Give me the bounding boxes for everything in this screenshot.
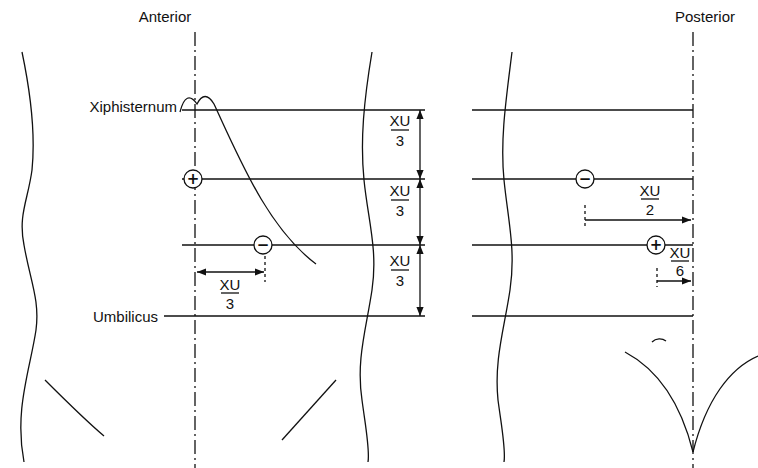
dimension-label: 3 — [226, 296, 234, 311]
fraction-bar — [391, 129, 409, 130]
dimension-label: 3 — [396, 133, 404, 148]
electrode-circle: + — [183, 169, 203, 189]
dimension-label: XU — [640, 183, 661, 198]
dimension-arrow — [419, 245, 420, 316]
level-line — [182, 178, 425, 179]
dimension-label: 3 — [396, 273, 404, 288]
rib-margin — [180, 97, 316, 265]
dimension-label: XU — [390, 183, 411, 198]
dimension-arrow — [657, 280, 691, 281]
dimension-label: 3 — [396, 203, 404, 218]
polarity-sign: − — [253, 235, 273, 255]
polarity-sign: − — [575, 169, 595, 189]
fraction-bar — [391, 269, 409, 270]
polarity-sign: + — [646, 235, 666, 255]
level-line — [164, 315, 425, 316]
dimension-label: XU — [220, 277, 241, 292]
dimension-label: 6 — [676, 263, 684, 278]
level-line — [472, 315, 693, 316]
fraction-bar — [221, 292, 239, 293]
body-outline — [360, 52, 374, 462]
electrode-circle: − — [253, 235, 273, 255]
level-line — [182, 109, 425, 110]
fraction-bar — [391, 199, 409, 200]
electrode-circle: + — [646, 235, 666, 255]
midline — [194, 32, 195, 468]
dimension-tick — [584, 205, 585, 226]
dimension-arrow — [585, 219, 691, 220]
polarity-sign: + — [183, 169, 203, 189]
dimension-tick — [656, 268, 657, 287]
landmark-label: Xiphisternum — [89, 99, 177, 114]
fraction-bar — [641, 198, 659, 199]
groin-line — [282, 380, 336, 440]
electrode-circle: − — [575, 169, 595, 189]
dimension-label: XU — [390, 253, 411, 268]
body-outline — [21, 52, 37, 462]
body-outline — [497, 52, 512, 462]
view-heading: Anterior — [139, 9, 192, 24]
dimple-mark — [652, 339, 666, 342]
groin-line — [45, 380, 104, 436]
dimension-label: XU — [390, 113, 411, 128]
buttock-line — [625, 352, 693, 452]
dimension-arrow — [419, 110, 420, 179]
fraction-bar — [671, 260, 689, 261]
dimension-label: XU — [670, 245, 691, 260]
landmark-label: Umbilicus — [93, 309, 158, 324]
midline — [692, 32, 693, 468]
dimension-arrow — [197, 271, 264, 272]
dimension-tick — [264, 256, 265, 282]
dimension-label: 2 — [646, 202, 654, 217]
view-heading: Posterior — [675, 9, 735, 24]
dimension-arrow — [419, 179, 420, 245]
buttock-line — [693, 356, 758, 452]
level-line — [472, 109, 693, 110]
level-line — [182, 244, 425, 245]
